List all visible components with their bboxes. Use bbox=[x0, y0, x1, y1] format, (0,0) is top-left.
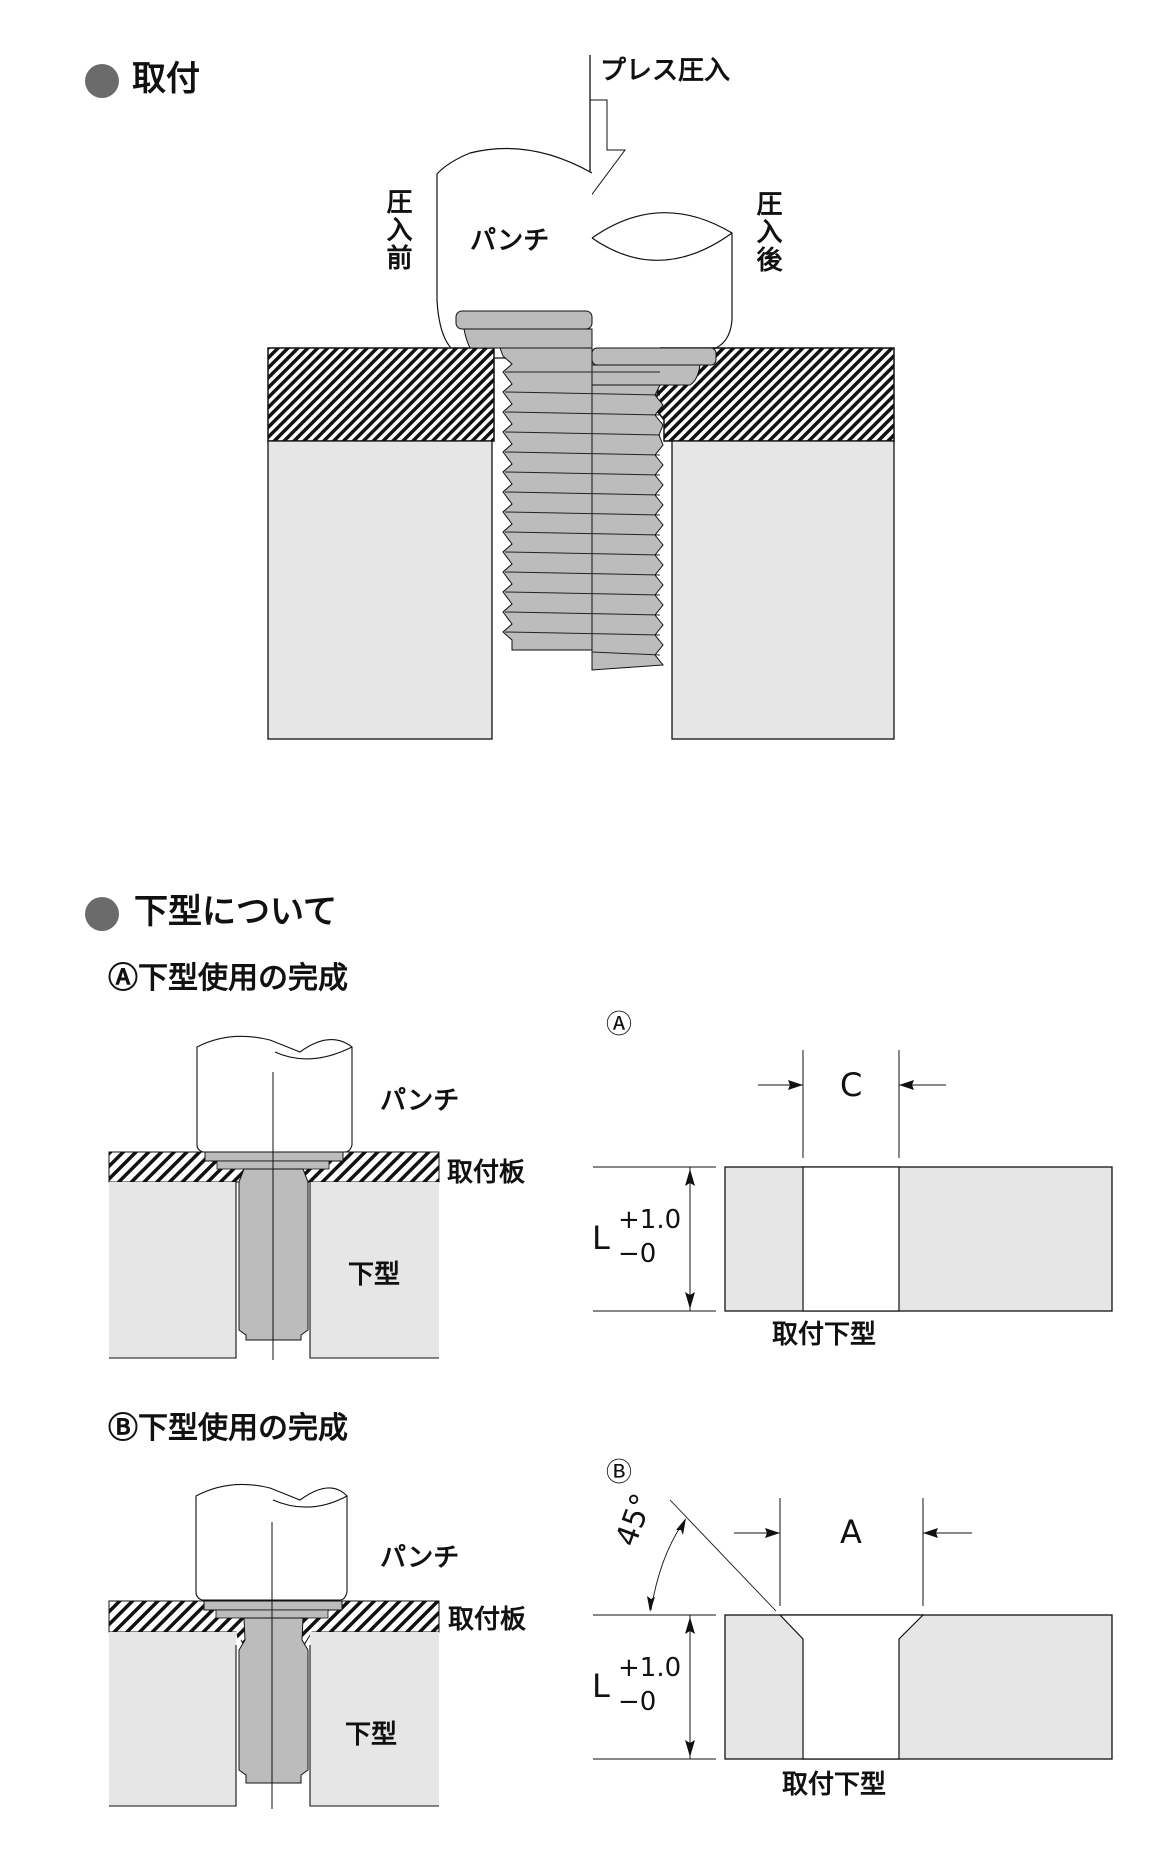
diagram-a-assembly bbox=[108, 1035, 440, 1360]
press-label: プレス圧入 bbox=[600, 56, 731, 86]
diagram-b-spec-marker: Ⓑ bbox=[606, 1458, 633, 1488]
after-press-label: 圧入後 bbox=[752, 190, 782, 274]
diagram-b-tol-plus: +1.0 bbox=[618, 1653, 682, 1683]
diagram-a-tol-plus: +1.0 bbox=[618, 1205, 682, 1235]
diagram-b-plate-label: 取付板 bbox=[448, 1605, 527, 1635]
section-title-installation: 取付 bbox=[132, 59, 200, 99]
section-title-die: 下型について bbox=[134, 892, 337, 932]
diagram-b-heading: Ⓑ下型使用の完成 bbox=[108, 1411, 348, 1446]
diagram-a-dim-width: C bbox=[840, 1066, 863, 1104]
diagram-b-die-caption: 取付下型 bbox=[782, 1770, 887, 1800]
diagram-b-die-label: 下型 bbox=[345, 1720, 398, 1750]
diagram-a-dim-length: L bbox=[592, 1219, 610, 1257]
installation-diagram bbox=[267, 55, 895, 740]
diagram-a-spec-marker: Ⓐ bbox=[606, 1010, 633, 1040]
diagram-a-tol-minus: −0 bbox=[618, 1239, 657, 1269]
diagram-a-die-label: 下型 bbox=[348, 1260, 401, 1290]
diagram-a-die-caption: 取付下型 bbox=[772, 1320, 877, 1350]
diagram-b-dim-length: L bbox=[592, 1667, 610, 1705]
diagram-a-die-spec bbox=[593, 1050, 1113, 1312]
section-bullet-icon bbox=[85, 897, 119, 931]
diagram-b-die-spec bbox=[593, 1498, 1113, 1760]
diagram-b-punch-label: パンチ bbox=[380, 1543, 460, 1573]
diagram-b-tol-minus: −0 bbox=[618, 1687, 657, 1717]
diagram-b-dim-width: A bbox=[840, 1513, 862, 1551]
before-press-label: 圧入前 bbox=[382, 188, 412, 272]
diagram-b-assembly bbox=[108, 1483, 440, 1809]
punch-label: パンチ bbox=[470, 226, 550, 256]
section-bullet-icon bbox=[85, 64, 119, 98]
diagram-a-punch-label: パンチ bbox=[380, 1086, 460, 1116]
diagram-a-heading: Ⓐ下型使用の完成 bbox=[108, 961, 348, 996]
diagram-a-plate-label: 取付板 bbox=[447, 1158, 526, 1188]
